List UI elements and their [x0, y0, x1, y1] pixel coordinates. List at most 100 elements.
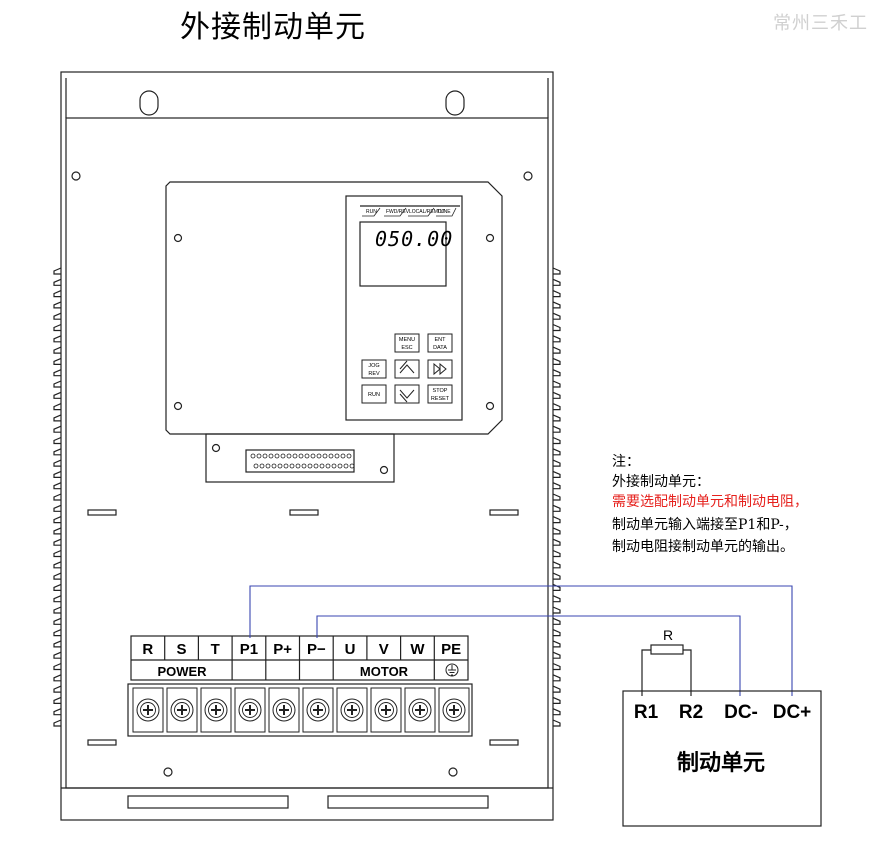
brake-terminal-r2: R2	[679, 702, 703, 723]
terminal-screw-housing	[438, 687, 470, 733]
terminal-label-r: R	[142, 641, 153, 658]
terminal-screw[interactable]	[204, 698, 228, 722]
control-pin	[340, 453, 346, 459]
control-pin	[316, 453, 322, 459]
vents-left	[53, 267, 62, 727]
menu-key-label: MENU	[399, 337, 415, 343]
note-label: 注：	[612, 454, 640, 470]
terminal-label-v: V	[379, 641, 389, 658]
lcd-display	[359, 221, 447, 287]
terminal-screw[interactable]	[170, 698, 194, 722]
rev-key-label: REV	[368, 371, 380, 377]
terminal-screw[interactable]	[374, 698, 398, 722]
terminal-screw-housing	[302, 687, 334, 733]
down-key[interactable]	[394, 384, 420, 404]
screw	[448, 767, 458, 777]
slot-mark	[87, 739, 117, 746]
stop-key-label: STOP	[433, 388, 448, 394]
screw	[163, 767, 173, 777]
control-pin	[256, 453, 262, 459]
keypad-bezel	[165, 181, 503, 435]
terminal-label-u: U	[345, 641, 356, 658]
terminal-label-pminus: P−	[307, 641, 326, 658]
reset-key-label: RESET	[431, 396, 450, 402]
note-warning: 需要选配制动单元和制动电阻，	[612, 494, 808, 510]
control-pin	[325, 463, 331, 469]
esc-key-label: ESC	[401, 345, 412, 351]
brake-terminal-r1: R1	[634, 702, 659, 723]
terminal-screw-housing	[132, 687, 164, 733]
ent-key-label: ENT	[435, 337, 447, 343]
bottom-vent-left	[127, 795, 289, 809]
control-pin	[313, 463, 319, 469]
resistor-leads	[641, 649, 692, 696]
display-readout: 050.00	[375, 227, 453, 251]
terminal-label-pplus: P+	[273, 641, 292, 658]
slot-mark	[289, 509, 319, 516]
terminal-screw[interactable]	[238, 698, 262, 722]
control-pin	[319, 463, 325, 469]
control-pin	[328, 453, 334, 459]
control-pin	[295, 463, 301, 469]
terminal-block	[127, 683, 473, 737]
status-label-fwd-rev: FWD/REV	[386, 209, 410, 215]
terminal-screw-housing	[370, 687, 402, 733]
control-pin	[286, 453, 292, 459]
terminal-label-p1: P1	[240, 641, 258, 658]
control-pin	[343, 463, 349, 469]
terminal-screw[interactable]	[408, 698, 432, 722]
terminal-label-s: S	[177, 641, 187, 658]
terminal-label-pe: PE	[441, 641, 461, 658]
terminal-screw[interactable]	[136, 698, 160, 722]
status-label-tune: TUNE	[437, 209, 451, 215]
run-key[interactable]	[361, 384, 387, 404]
control-pin	[331, 463, 337, 469]
terminal-screw[interactable]	[306, 698, 330, 722]
ent-data-key[interactable]	[427, 333, 453, 353]
vents-right	[552, 267, 561, 727]
control-pin	[274, 453, 280, 459]
screw	[71, 171, 81, 181]
note-output: 制动电阻接制动单元的输出。	[612, 539, 794, 555]
screw	[523, 171, 533, 181]
control-pin	[271, 463, 277, 469]
mounting-slot-left	[139, 90, 159, 116]
terminal-screw-housing	[336, 687, 368, 733]
brake-resistor	[650, 644, 684, 655]
chevron-up-icon	[399, 360, 415, 374]
control-pin	[265, 463, 271, 469]
control-pin	[304, 453, 310, 459]
terminal-screw-housing	[234, 687, 266, 733]
control-pin	[253, 463, 259, 469]
terminal-label-t: T	[211, 641, 220, 658]
note-input: 制动单元输入端接至P1和P-，	[612, 517, 798, 533]
up-key[interactable]	[394, 359, 420, 379]
terminal-screw[interactable]	[340, 698, 364, 722]
brake-terminal-dc-plus: DC+	[773, 702, 812, 723]
terminal-screw[interactable]	[442, 698, 466, 722]
motor-group-label: MOTOR	[360, 664, 409, 679]
status-label-local-remote: LOCAL/REMOT	[409, 209, 445, 215]
control-pin	[322, 453, 328, 459]
menu-esc-key[interactable]	[394, 333, 420, 353]
terminal-label-w: W	[410, 641, 425, 658]
control-pin	[310, 453, 316, 459]
resistor-label: R	[663, 627, 673, 643]
terminal-screw[interactable]	[272, 698, 296, 722]
chevron-down-icon	[399, 389, 415, 403]
slot-mark	[489, 739, 519, 746]
bottom-vent-right	[327, 795, 489, 809]
brake-unit-name: 制动单元	[677, 750, 765, 775]
stop-reset-key[interactable]	[427, 384, 453, 404]
terminal-screw-housing	[404, 687, 436, 733]
jog-rev-key[interactable]	[361, 359, 387, 379]
terminal-screw-housing	[200, 687, 232, 733]
shift-key[interactable]	[427, 359, 453, 379]
brake-terminal-dc-minus: DC-	[724, 702, 758, 723]
control-pin	[292, 453, 298, 459]
operator-panel	[345, 195, 463, 421]
control-pin	[277, 463, 283, 469]
control-pin	[346, 453, 352, 459]
terminal-screw-housing	[166, 687, 198, 733]
